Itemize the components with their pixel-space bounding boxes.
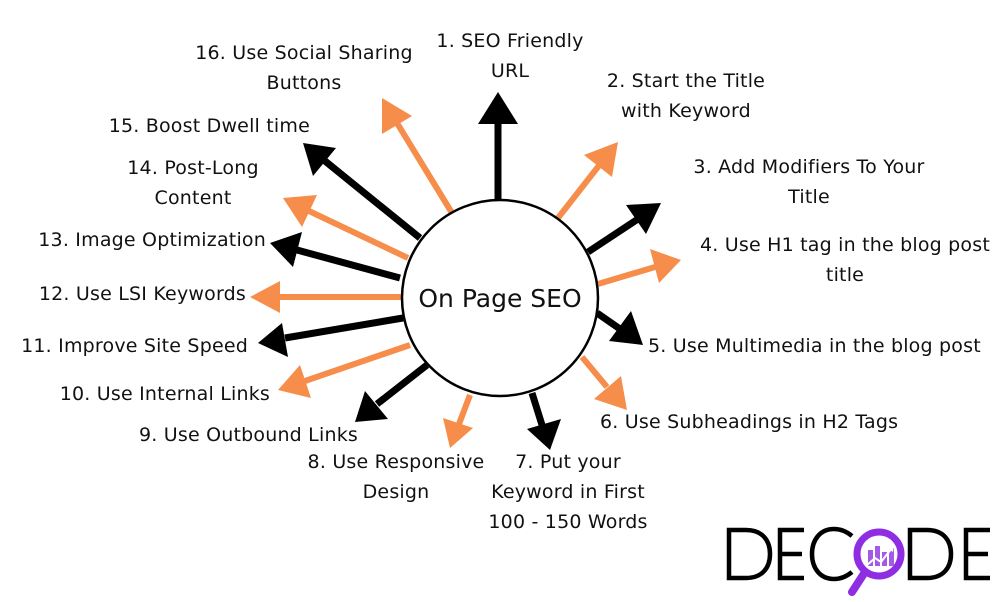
label-7-line-1: 7. Put your [515, 451, 621, 473]
arrow-15 [303, 143, 423, 241]
arrow-12 [250, 281, 402, 313]
arrow-9 [355, 362, 430, 422]
label-7-line-3: 100 - 150 Words [488, 511, 648, 533]
decode-logo [726, 522, 996, 598]
label-14: 14. Post-Long Content [108, 153, 278, 213]
arrow-2 [555, 142, 618, 220]
label-16-line-2: Buttons [266, 72, 342, 94]
label-2: 2. Start the Title with Keyword [586, 66, 786, 126]
magnifier-chart-icon [848, 528, 905, 596]
label-8-line-1: 8. Use Responsive [307, 451, 485, 473]
arrow-3 [586, 203, 661, 255]
label-8-line-2: Design [362, 481, 430, 503]
label-11-line-1: 11. Improve Site Speed [21, 335, 248, 357]
arrow-4 [597, 249, 681, 287]
arrow-11 [258, 314, 404, 357]
label-13: 13. Image Optimization [20, 225, 266, 255]
label-6-line-1: 6. Use Subheadings in H2 Tags [600, 411, 899, 433]
label-3-line-2: Title [788, 186, 830, 208]
label-3: 3. Add Modifiers To Your Title [664, 152, 954, 212]
arrow-7 [527, 391, 561, 450]
label-10: 10. Use Internal Links [20, 379, 270, 409]
arrow-16 [382, 98, 455, 215]
label-5-line-1: 5. Use Multimedia in the blog post [648, 335, 981, 357]
label-4-line-2: title [825, 264, 865, 286]
arrow-14 [283, 195, 410, 261]
label-4: 4. Use H1 tag in the blog post title [690, 230, 1000, 290]
label-6: 6. Use Subheadings in H2 Tags [600, 407, 898, 437]
label-14-line-1: 14. Post-Long [127, 157, 259, 179]
label-2-line-1: 2. Start the Title [606, 70, 766, 92]
label-15: 15. Boost Dwell time [60, 111, 310, 141]
label-1-line-2: URL [490, 60, 530, 82]
label-5: 5. Use Multimedia in the blog post [648, 331, 981, 361]
label-9: 9. Use Outbound Links [100, 420, 358, 450]
label-8: 8. Use Responsive Design [296, 447, 496, 507]
center-circle [400, 198, 600, 398]
label-9-line-1: 9. Use Outbound Links [138, 424, 358, 446]
label-3-line-1: 3. Add Modifiers To Your [693, 156, 925, 178]
label-12: 12. Use LSI Keywords [0, 279, 246, 309]
arrow-13 [270, 232, 401, 282]
label-16-line-1: 16. Use Social Sharing [195, 42, 413, 64]
label-4-line-1: 4. Use H1 tag in the blog post [700, 234, 990, 256]
label-11: 11. Improve Site Speed [0, 331, 248, 361]
label-15-line-1: 15. Boost Dwell time [108, 115, 310, 137]
center-label: On Page SEO [418, 284, 582, 313]
label-2-line-2: with Keyword [621, 100, 751, 122]
arrow-5 [595, 310, 643, 345]
arrow-1 [478, 92, 518, 202]
label-1-line-1: 1. SEO Friendly [436, 30, 584, 52]
arrow-8 [443, 393, 473, 448]
logo-wordmark [726, 526, 990, 596]
label-10-line-1: 10. Use Internal Links [59, 383, 270, 405]
label-16: 16. Use Social Sharing Buttons [186, 38, 422, 98]
arrow-6 [579, 355, 627, 410]
label-14-line-2: Content [154, 187, 232, 209]
label-1: 1. SEO Friendly URL [428, 26, 592, 86]
label-7-line-2: Keyword in First [491, 481, 645, 503]
arrow-10 [278, 342, 411, 398]
label-12-line-1: 12. Use LSI Keywords [38, 283, 246, 305]
label-7: 7. Put your Keyword in First 100 - 150 W… [470, 447, 666, 537]
label-13-line-1: 13. Image Optimization [38, 229, 266, 251]
